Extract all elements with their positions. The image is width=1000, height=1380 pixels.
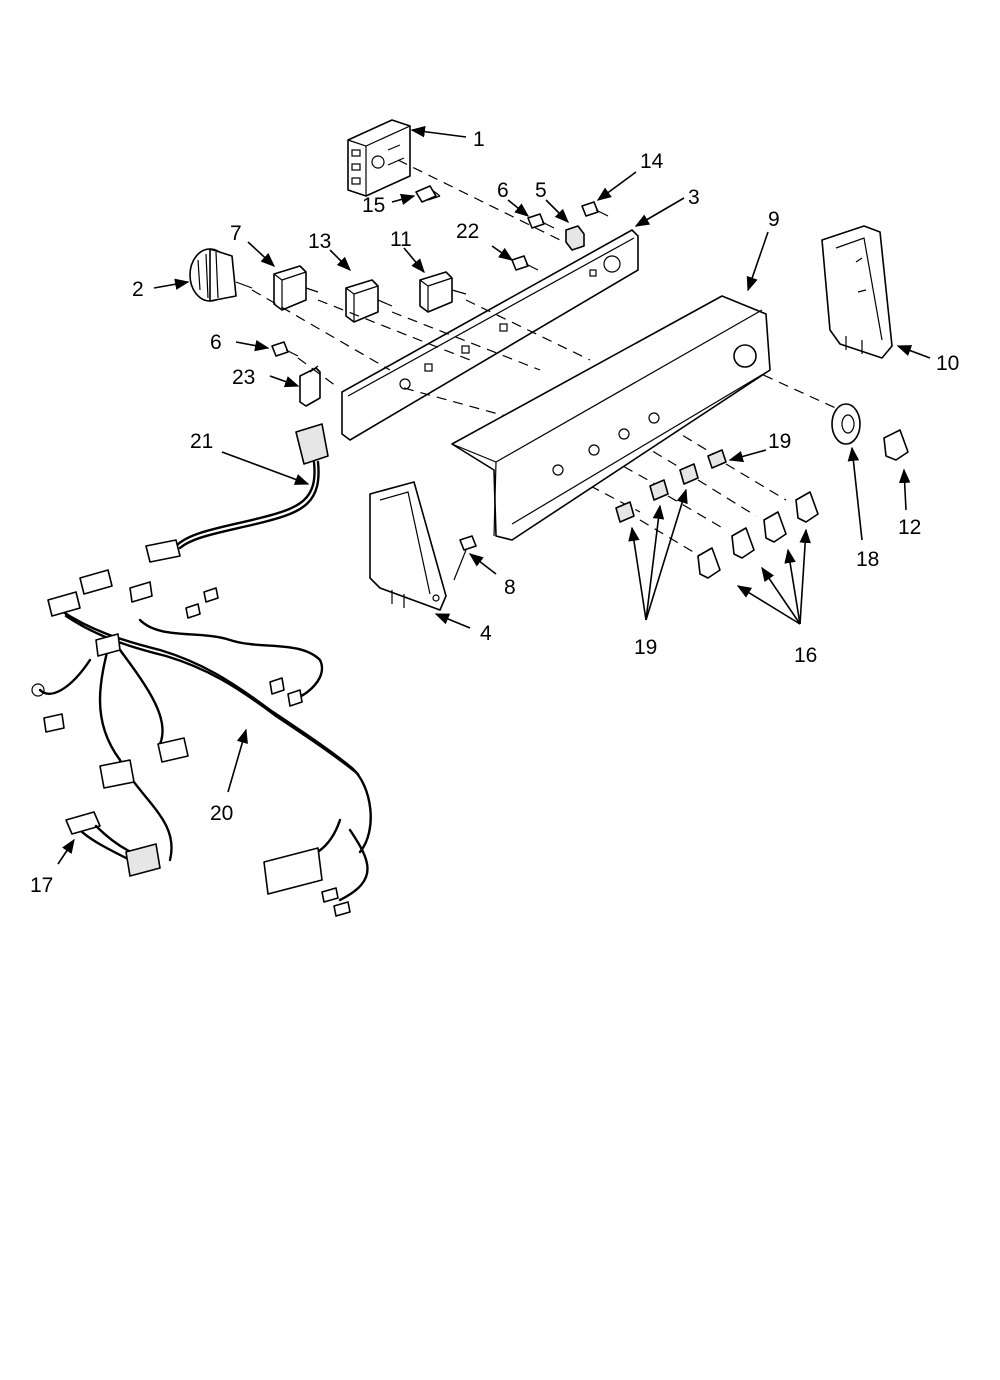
callout-2: 2 — [132, 278, 144, 301]
callout-22: 22 — [456, 220, 479, 243]
callout-20: 20 — [210, 802, 233, 825]
callout-21: 21 — [190, 430, 213, 453]
callout-leaders — [57, 125, 931, 865]
callout-23: 23 — [232, 366, 255, 389]
part-6-screw-lower — [271, 341, 299, 357]
part-17-sensor — [65, 811, 161, 877]
callout-13: 13 — [308, 230, 331, 253]
callout-12: 12 — [898, 516, 921, 539]
assembly-lines — [251, 159, 841, 557]
callout-9: 9 — [768, 208, 780, 231]
part-12-knob — [883, 429, 909, 461]
part-4-end-cap-left — [369, 481, 447, 611]
callout-6-lower: 6 — [210, 331, 222, 354]
callout-16: 16 — [794, 644, 817, 667]
callout-14: 14 — [640, 150, 664, 173]
part-5-clip — [565, 225, 585, 251]
callout-6-upper: 6 — [497, 179, 509, 202]
part-3-control-bracket — [341, 229, 639, 441]
callout-8: 8 — [504, 576, 516, 599]
part-20-wire-harness — [31, 569, 372, 917]
callout-numbers: 1 2 3 4 5 6 6 7 8 9 10 11 12 13 14 15 16… — [30, 128, 959, 897]
part-22-screw — [511, 255, 539, 271]
part-19-inserts — [615, 449, 727, 523]
callout-4: 4 — [480, 622, 492, 645]
part-15-screw — [415, 185, 441, 203]
part-18-knob-skirt — [831, 403, 861, 445]
callout-18: 18 — [856, 548, 879, 571]
part-7-switch — [273, 265, 319, 311]
part-2-selector-switch — [189, 248, 253, 302]
part-21-cord-harness — [145, 423, 329, 563]
callout-3: 3 — [688, 186, 700, 209]
callout-19-right: 19 — [768, 430, 791, 453]
callout-11: 11 — [390, 228, 412, 251]
part-13-switch — [345, 279, 393, 323]
part-9-control-panel — [451, 295, 771, 541]
callout-5: 5 — [535, 179, 547, 202]
part-14-screw — [581, 201, 609, 217]
callout-10: 10 — [936, 352, 959, 375]
part-8-screw — [453, 535, 477, 581]
part-11-switch — [419, 271, 467, 313]
part-6-screw-upper — [527, 213, 555, 229]
callout-19-bottom: 19 — [634, 636, 657, 659]
callout-1: 1 — [473, 128, 485, 151]
part-1-timer — [347, 119, 411, 197]
callout-17: 17 — [30, 874, 53, 897]
callout-15: 15 — [362, 194, 385, 217]
callout-7: 7 — [230, 222, 242, 245]
part-23-bracket — [299, 365, 321, 407]
part-10-end-cap-right — [821, 225, 893, 359]
part-16-knobs — [697, 491, 819, 579]
